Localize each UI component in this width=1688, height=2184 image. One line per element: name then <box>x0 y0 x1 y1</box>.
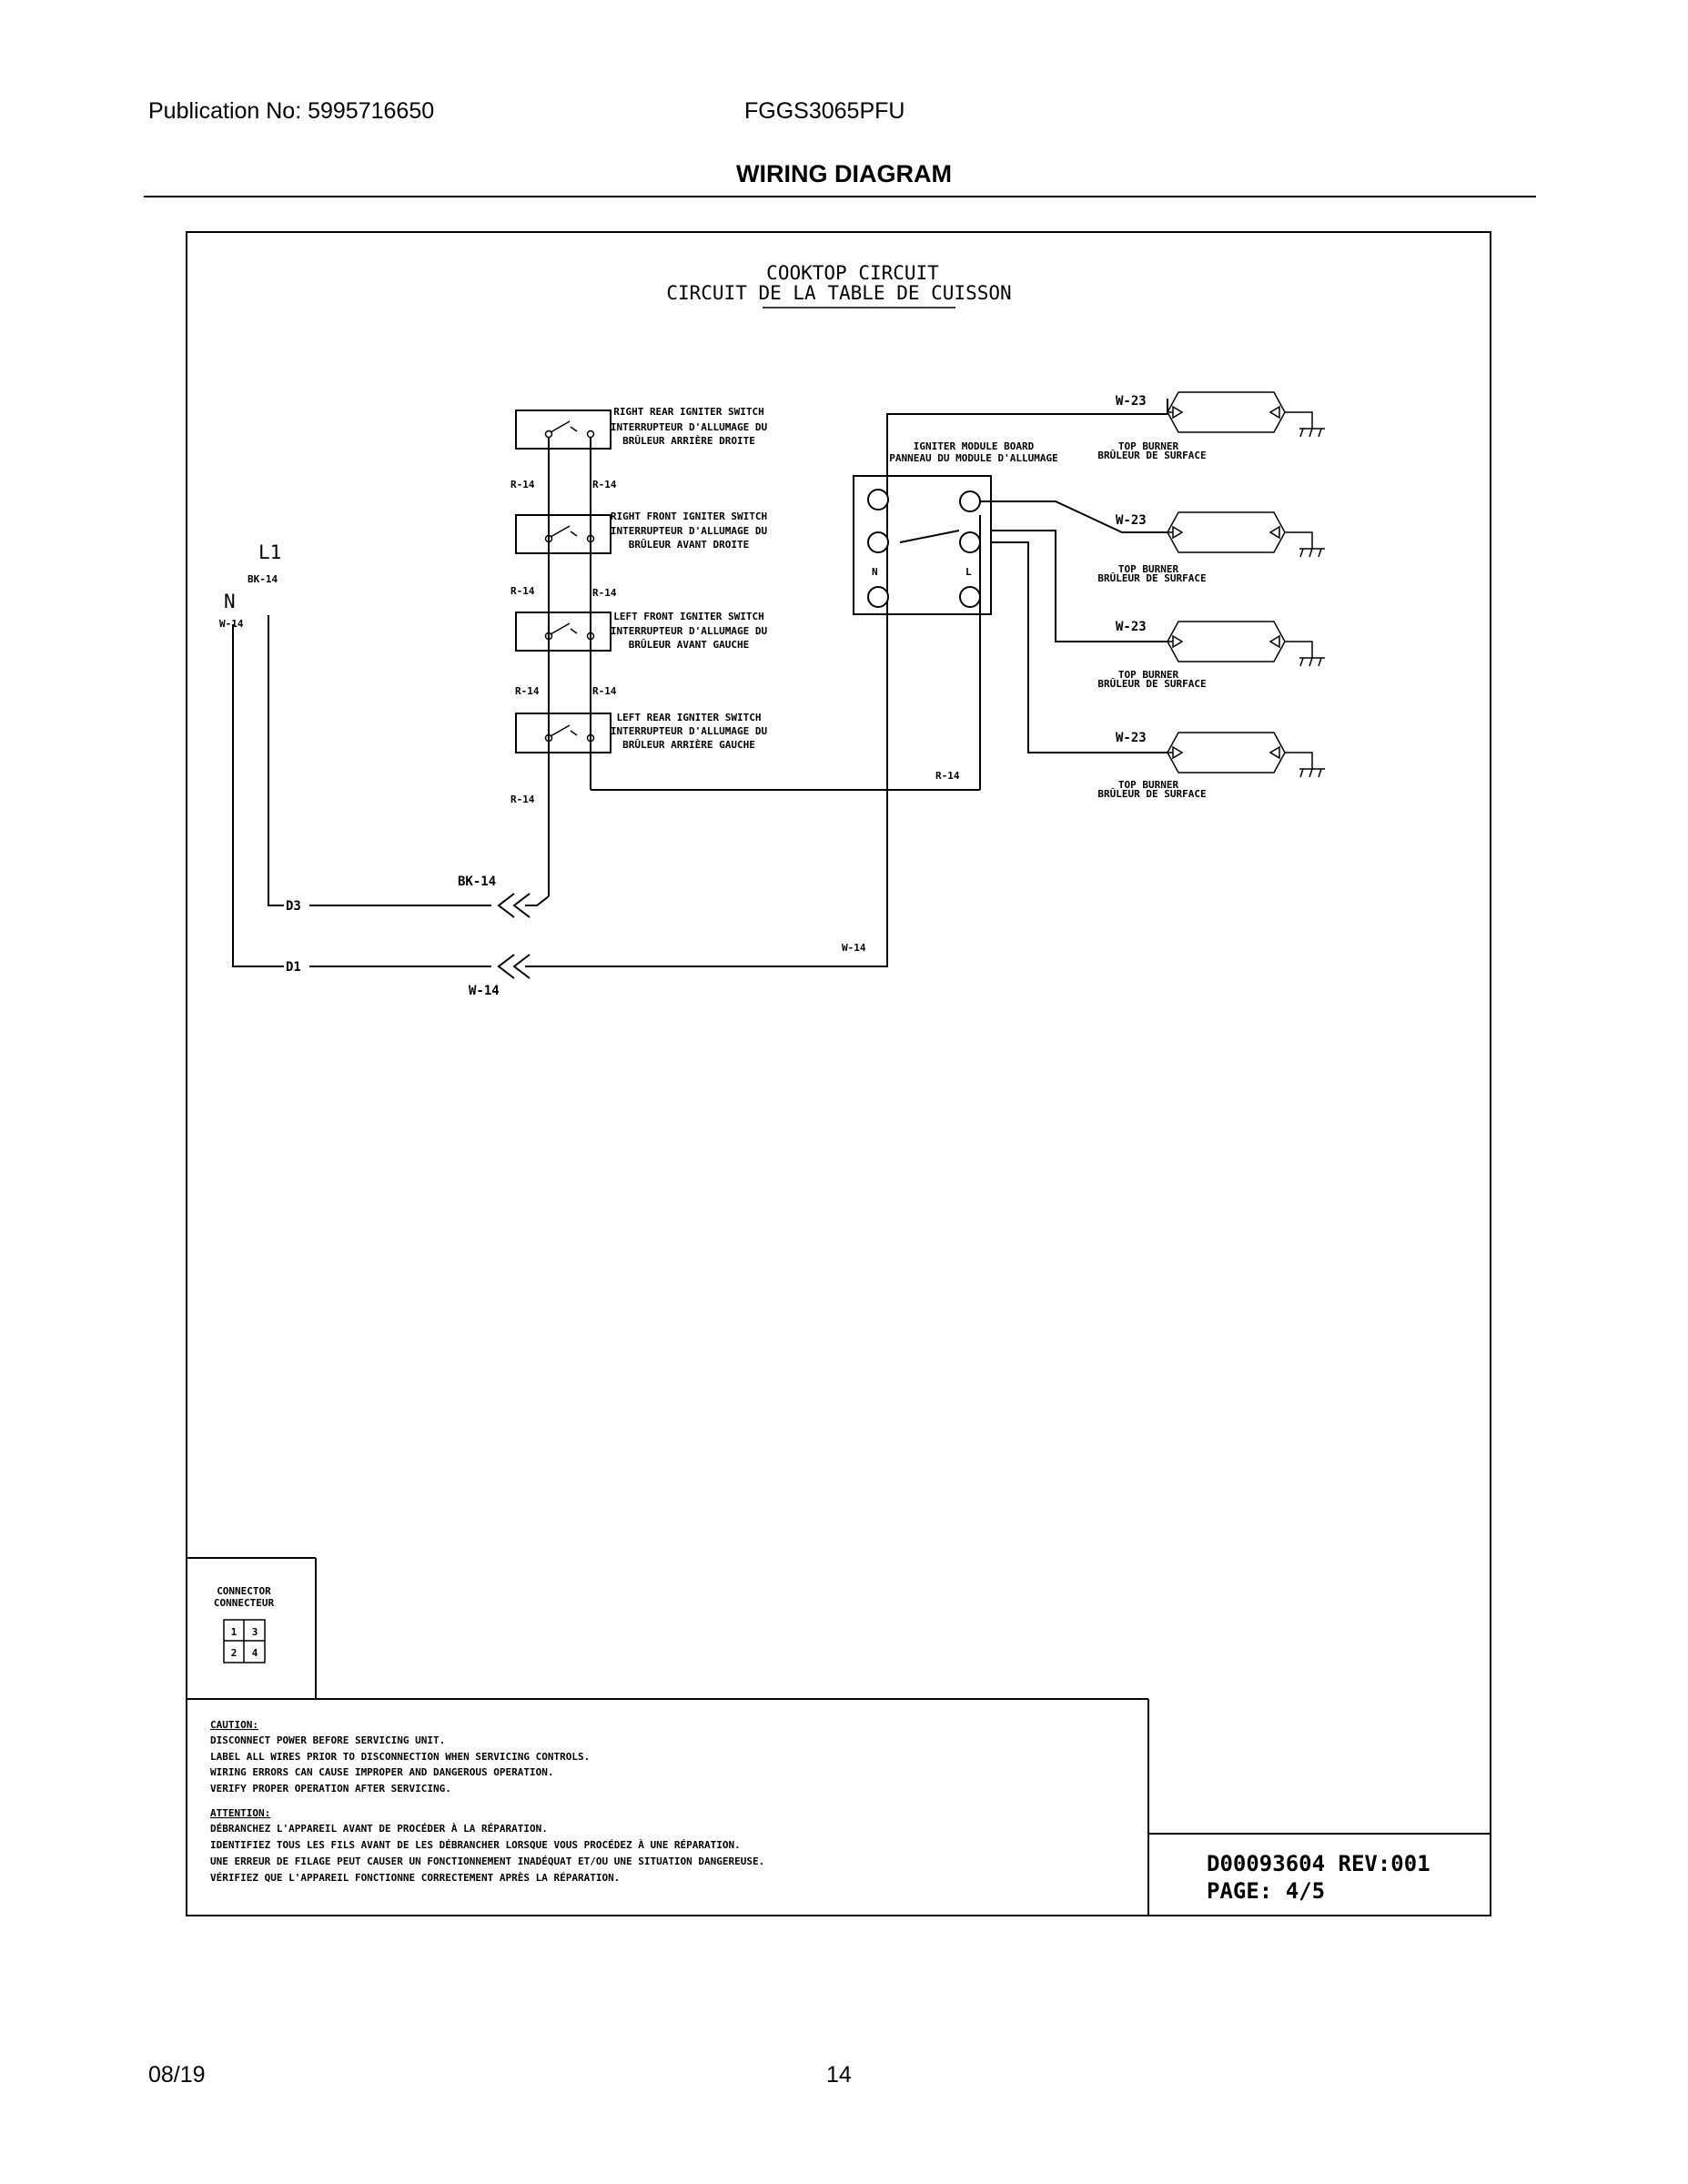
connector-pin: 4 <box>252 1647 258 1659</box>
burner-wire-label: W-23 <box>1116 731 1147 745</box>
d3-label: D3 <box>286 899 301 914</box>
wires <box>232 399 1168 967</box>
switch-label-fr: BRÛLEUR ARRIÈRE GAUCHE <box>622 739 755 751</box>
top-burner-2 <box>1167 511 1325 558</box>
document-number: D00093604 REV:001 <box>1207 1851 1430 1876</box>
caution-line: LABEL ALL WIRES PRIOR TO DISCONNECTION W… <box>210 1751 590 1763</box>
igniter-switch-right-front <box>515 514 612 554</box>
switch-label-en: RIGHT REAR IGNITER SWITCH <box>613 406 764 418</box>
footer-page-number: 14 <box>826 2062 852 2088</box>
r14-label: R-14 <box>592 479 617 490</box>
burner-label-fr: BRÛLEUR DE SURFACE <box>1097 450 1206 461</box>
top-burner-3 <box>1167 621 1325 667</box>
n-label: N <box>224 591 236 612</box>
burner-label-en: TOP BURNER <box>1118 669 1179 681</box>
footer-date: 08/19 <box>148 2062 206 2088</box>
burner-label-en: TOP BURNER <box>1118 779 1179 791</box>
switch-label-en: LEFT FRONT IGNITER SWITCH <box>613 611 764 622</box>
top-burner-4 <box>1167 732 1325 778</box>
bk14-label-l1: BK-14 <box>248 573 278 585</box>
attention-line: VÉRIFIEZ QUE L'APPAREIL FONCTIONNE CORRE… <box>210 1872 620 1884</box>
plug-d1 <box>497 954 531 979</box>
caution-line: DISCONNECT POWER BEFORE SERVICING UNIT. <box>210 1734 445 1746</box>
d1-label: D1 <box>286 960 301 975</box>
igniter-switch-left-rear <box>515 713 612 753</box>
publication-number: Publication No: 5995716650 <box>148 98 435 124</box>
igniter-module-board <box>853 475 992 615</box>
header-rule <box>144 196 1536 197</box>
igniter-switch-right-rear <box>515 410 612 450</box>
burner-label-fr: BRÛLEUR DE SURFACE <box>1097 788 1206 800</box>
switch-label-fr: INTERRUPTEUR D'ALLUMAGE DU <box>611 525 768 537</box>
burner-wire-label: W-23 <box>1116 513 1147 528</box>
burner-wire-label: W-23 <box>1116 394 1147 409</box>
caution-line: VERIFY PROPER OPERATION AFTER SERVICING. <box>210 1783 451 1795</box>
module-label-en: IGNITER MODULE BOARD <box>914 440 1035 452</box>
bk14-label: BK-14 <box>458 875 496 889</box>
w14-label-lower: W-14 <box>469 984 500 998</box>
r14-label: R-14 <box>510 585 535 597</box>
connector-pin: 2 <box>231 1647 238 1659</box>
switch-label-en: LEFT REAR IGNITER SWITCH <box>617 712 762 723</box>
burner-label-en: TOP BURNER <box>1118 563 1179 575</box>
connector-pin-grid <box>223 1619 266 1663</box>
burner-label-en: TOP BURNER <box>1118 440 1179 452</box>
burner-label-fr: BRÛLEUR DE SURFACE <box>1097 572 1206 584</box>
r14-label: R-14 <box>510 479 535 490</box>
module-label-fr: PANNEAU DU MODULE D'ALLUMAGE <box>889 452 1057 464</box>
burner-wire-label: W-23 <box>1116 620 1147 634</box>
attention-line: IDENTIFIEZ TOUS LES FILS AVANT DE LES DÉ… <box>210 1839 741 1851</box>
w14-label-n: W-14 <box>219 618 244 630</box>
switch-label-fr: INTERRUPTEUR D'ALLUMAGE DU <box>611 625 768 637</box>
r14-label: R-14 <box>935 770 960 782</box>
diagram-frame <box>186 231 1491 1916</box>
diagram-title-fr: CIRCUIT DE LA TABLE DE CUISSON <box>666 282 1011 304</box>
connector-label-en: CONNECTOR <box>217 1585 271 1597</box>
model-number: FGGS3065PFU <box>744 98 905 124</box>
igniter-switch-left-front <box>515 612 612 652</box>
switch-label-en: RIGHT FRONT IGNITER SWITCH <box>611 511 767 522</box>
module-terminal-l: L <box>965 566 972 578</box>
switch-label-fr: BRÛLEUR AVANT GAUCHE <box>629 639 749 651</box>
r14-label: R-14 <box>592 685 617 697</box>
attention-heading: ATTENTION: <box>210 1807 270 1819</box>
module-terminal-n: N <box>872 566 878 578</box>
r14-label: R-14 <box>510 794 535 805</box>
plug-d3 <box>497 893 531 918</box>
switch-label-fr: INTERRUPTEUR D'ALLUMAGE DU <box>611 725 768 737</box>
caution-heading: CAUTION: <box>210 1719 258 1731</box>
diagram-title-en: COOKTOP CIRCUIT <box>766 262 939 284</box>
section-title: WIRING DIAGRAM <box>736 160 952 187</box>
switch-label-fr: INTERRUPTEUR D'ALLUMAGE DU <box>611 421 768 433</box>
l1-label: L1 <box>258 541 281 563</box>
r14-label: R-14 <box>592 587 617 599</box>
top-burner-1 <box>1167 391 1325 438</box>
caution-line: WIRING ERRORS CAN CAUSE IMPROPER AND DAN… <box>210 1766 554 1778</box>
burner-group <box>1167 391 1325 778</box>
attention-line: UNE ERREUR DE FILAGE PEUT CAUSER UN FONC… <box>210 1855 764 1867</box>
page-label: PAGE: 4/5 <box>1207 1878 1325 1904</box>
w14-label-right: W-14 <box>842 942 866 954</box>
attention-line: DÉBRANCHEZ L'APPAREIL AVANT DE PROCÉDER … <box>210 1823 548 1835</box>
switch-label-fr: BRÛLEUR AVANT DROITE <box>629 539 749 551</box>
connector-pin: 1 <box>231 1626 238 1638</box>
r14-label: R-14 <box>515 685 540 697</box>
connector-pin: 3 <box>252 1626 258 1638</box>
switch-label-fr: BRÛLEUR ARRIÈRE DROITE <box>622 435 755 447</box>
connector-label-fr: CONNECTEUR <box>214 1597 275 1609</box>
burner-label-fr: BRÛLEUR DE SURFACE <box>1097 678 1206 690</box>
